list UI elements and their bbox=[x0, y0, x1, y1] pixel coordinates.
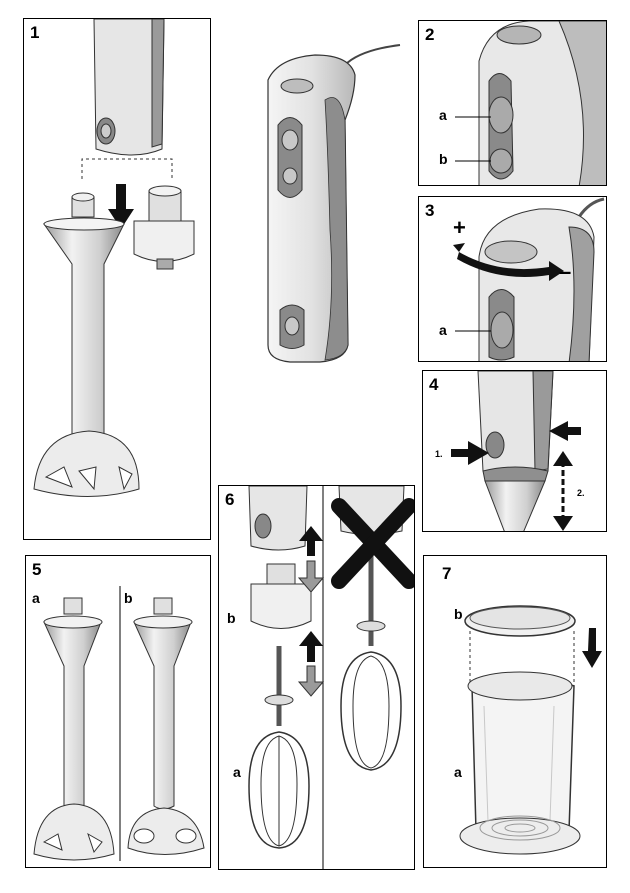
panel-2: 2 a b bbox=[418, 20, 607, 186]
panel-1: 1 bbox=[23, 18, 211, 540]
plus-sign: + bbox=[453, 215, 466, 241]
label-a: a bbox=[439, 322, 447, 338]
speed-dial-figure bbox=[419, 197, 607, 362]
panel-7: 7 b a bbox=[423, 555, 607, 868]
panel-4: 4 1. 2. bbox=[422, 370, 607, 532]
panel-3: 3 + – a bbox=[418, 196, 607, 362]
blender-foot-attach-figure bbox=[24, 19, 211, 540]
panel-5: 5 a b bbox=[25, 555, 211, 868]
minus-sign: – bbox=[559, 259, 571, 285]
label-a: a bbox=[439, 107, 447, 123]
panel-6: 6 b a bbox=[218, 485, 415, 870]
beaker-lid-figure bbox=[424, 556, 607, 868]
whisk-attach-figure bbox=[219, 486, 415, 870]
label-b: b bbox=[439, 151, 448, 167]
blender-foot-variants-figure bbox=[26, 556, 211, 868]
step-2-label: 2. bbox=[577, 488, 585, 498]
detach-figure bbox=[423, 371, 607, 532]
step-1-label: 1. bbox=[435, 449, 443, 459]
